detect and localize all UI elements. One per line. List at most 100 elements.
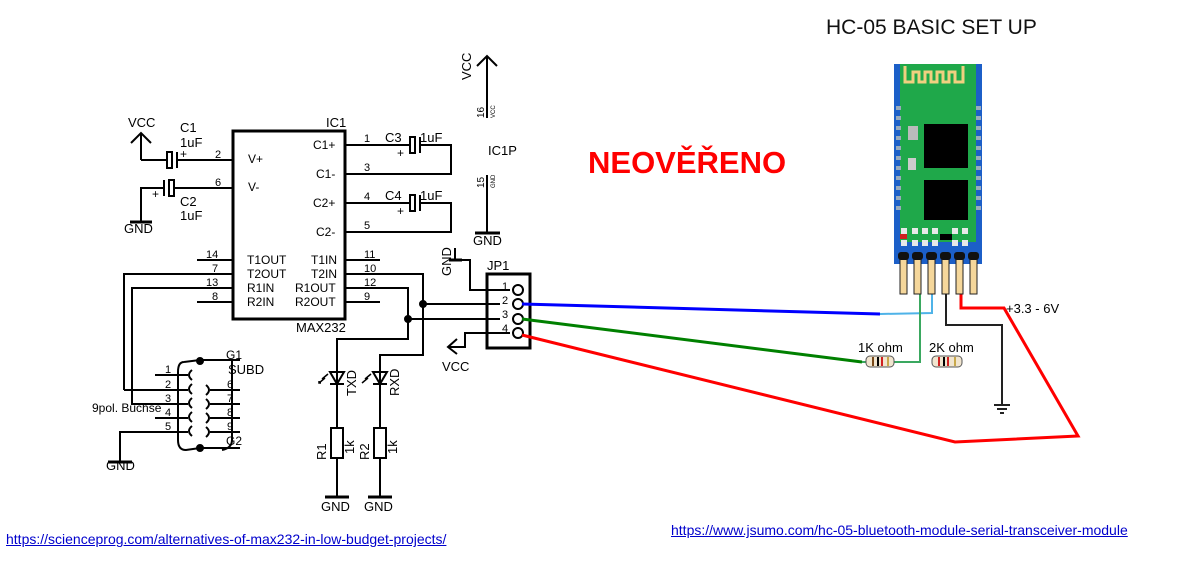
c1-ref: C1 xyxy=(180,120,197,135)
jp1-vcc-label: VCC xyxy=(442,359,469,374)
ic1p-vcc-label: VCC xyxy=(459,53,474,80)
ic1p-vcc-name: VCC xyxy=(491,105,497,118)
c2-ref: C2 xyxy=(180,194,197,209)
c3-plus: + xyxy=(397,146,404,160)
chip-1 xyxy=(924,124,968,168)
ic1p-ref: IC1P xyxy=(488,143,517,158)
jp1-pin3 xyxy=(512,313,524,325)
r2-ref: R2 xyxy=(357,443,372,460)
unverified-stamp: NEOVĚŘENO xyxy=(588,145,787,180)
pin-2-num: 2 xyxy=(215,149,221,161)
c1-plus: + xyxy=(180,147,187,161)
c2-plate-b xyxy=(168,179,175,197)
link-jsumo[interactable]: https://www.jsumo.com/hc-05-bluetooth-mo… xyxy=(671,522,1128,538)
led-rxd-label: RXD xyxy=(387,369,402,396)
subd-gnd-label: GND xyxy=(106,458,135,473)
c1-plate-a xyxy=(166,151,173,169)
subd-pin5: 5 xyxy=(165,421,171,433)
ic1-part: MAX232 xyxy=(296,320,346,335)
link-scienceprog[interactable]: https://scienceprog.com/alternatives-of-… xyxy=(6,531,447,547)
vcc-arrow-c1 xyxy=(130,131,152,160)
subd-pin1: 1 xyxy=(165,364,171,376)
pin-c2minus-name: C2- xyxy=(316,225,335,239)
jp1-gnd-label: GND xyxy=(439,247,454,276)
c2-gnd-label: GND xyxy=(124,221,153,236)
c4-plus: + xyxy=(397,204,404,218)
subd-pin3: 3 xyxy=(165,393,171,405)
pin-r1out-name: R1OUT xyxy=(295,281,336,295)
pin-1-num: 1 xyxy=(364,133,370,145)
resistor-2k xyxy=(931,355,963,368)
pin-3-num: 3 xyxy=(364,162,370,174)
subd-pin4: 4 xyxy=(165,407,171,419)
wire-pin13 xyxy=(131,287,233,380)
junction-2 xyxy=(404,315,412,323)
c4-ref: C4 xyxy=(385,188,402,203)
subd-pin2: 2 xyxy=(165,379,171,391)
divider-1k-label: 1K ohm xyxy=(858,340,903,355)
pin-t2in-name: T2IN xyxy=(311,267,337,281)
jp1-pin2 xyxy=(512,298,524,310)
wire-red-vcc xyxy=(521,285,1081,444)
jp1-pin3-num: 3 xyxy=(502,309,508,321)
c4-plate-a xyxy=(409,194,416,212)
vcc-arrow-ic1p xyxy=(476,54,498,118)
subd-ref: SUBD xyxy=(228,362,264,377)
led-txd-label: TXD xyxy=(344,370,359,396)
r1-ref: R1 xyxy=(314,443,329,460)
subd-pin9: 9 xyxy=(227,421,233,433)
pin-11-num: 11 xyxy=(364,249,375,261)
jp1-pin4-num: 4 xyxy=(502,323,508,335)
ic1p-pin15: 15 xyxy=(476,176,487,188)
antenna-trace xyxy=(903,66,965,84)
jp1-pin1 xyxy=(512,284,524,296)
pin-6-num: 6 xyxy=(215,177,221,189)
junction-1 xyxy=(419,300,427,308)
subd-g2: G2 xyxy=(226,434,242,448)
subd-left-wires xyxy=(119,374,188,462)
vcc-arrow-jp1 xyxy=(446,332,510,355)
jp1-pin1-num: 1 xyxy=(502,281,508,293)
pin-vplus-name: V+ xyxy=(248,152,263,166)
r1-value: 1k xyxy=(342,440,357,454)
led-txd-symbol xyxy=(328,371,346,386)
wire-pin10 xyxy=(345,273,424,372)
pin-t1in-name: T1IN xyxy=(311,253,337,267)
pin-t1out-name: T1OUT xyxy=(247,253,287,267)
pin-c1plus-name: C1+ xyxy=(313,138,335,152)
divider-2k-label: 2K ohm xyxy=(929,340,974,355)
pin-r2out-name: R2OUT xyxy=(295,295,336,309)
pin-12-num: 12 xyxy=(364,277,376,289)
pin-t2out-name: T2OUT xyxy=(247,267,287,281)
jp1-pin2-num: 2 xyxy=(502,295,508,307)
c1-vcc-label: VCC xyxy=(128,115,155,130)
chip-2 xyxy=(924,180,968,220)
pin-c1minus-name: C1- xyxy=(316,167,335,181)
subd-pin8: 8 xyxy=(227,407,233,419)
wire-blue-tx xyxy=(521,302,881,316)
jp1-body xyxy=(485,272,532,350)
c3-plate-a xyxy=(409,136,416,154)
wire-jp1-gnd xyxy=(454,248,510,291)
r2-gnd-label: GND xyxy=(364,499,393,514)
wire-green-rx xyxy=(521,317,863,364)
wire-pin12 xyxy=(336,287,409,372)
led-rxd-symbol xyxy=(371,371,389,386)
ic1p-gnd-label: GND xyxy=(473,233,502,248)
r2-value: 1k xyxy=(385,440,400,454)
c3-ref: C3 xyxy=(385,130,402,145)
subd-g1: G1 xyxy=(226,348,242,362)
page-title: HC-05 BASIC SET UP xyxy=(826,16,1037,39)
subd-pin7: 7 xyxy=(227,393,233,405)
pin-r2in-name: R2IN xyxy=(247,295,274,309)
pin-c2plus-name: C2+ xyxy=(313,196,335,210)
pin-7-num: 7 xyxy=(212,263,218,275)
r1-gnd-label: GND xyxy=(321,499,350,514)
subd-pin6: 6 xyxy=(227,379,233,391)
wire-c3-pin3 xyxy=(345,144,452,175)
pin-13-num: 13 xyxy=(206,277,218,289)
pin-8-num: 8 xyxy=(212,291,218,303)
subd-label: 9pol. Buchse xyxy=(92,401,162,415)
jp1-pin4 xyxy=(512,327,524,339)
c1-value: 1uF xyxy=(180,135,202,150)
